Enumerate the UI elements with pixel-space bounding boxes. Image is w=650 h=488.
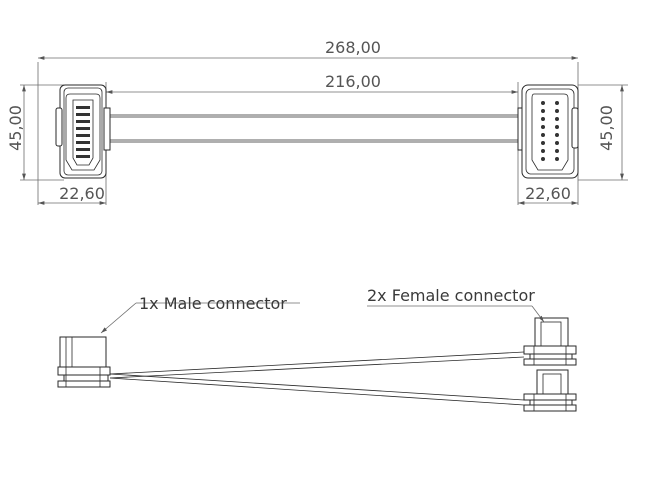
male-connector-callout-label: 1x Male connector (139, 294, 287, 313)
dimension-connector-width-left: 22,60 (38, 184, 106, 205)
female-connector-callout-label: 2x Female connector (367, 286, 535, 305)
female-connector-upper-side-view (523, 317, 577, 366)
male-pins (76, 106, 90, 158)
male-connector-callout: 1x Male connector (100, 294, 300, 334)
female-connector-top-view (517, 84, 579, 179)
male-connector-top-view (55, 84, 111, 179)
dimension-overall-length-label: 268,00 (325, 38, 381, 57)
male-connector-side-view (57, 336, 111, 388)
dimension-connector-width-right: 22,60 (518, 184, 578, 205)
dimension-height-right-label: 45,00 (597, 105, 616, 151)
female-pin-holes (541, 101, 559, 161)
cable-top-view (106, 114, 522, 143)
dimension-height-left: 45,00 (6, 85, 26, 180)
top-view: 268,00 216,00 45,00 45,00 22,60 22,60 (6, 38, 628, 205)
split-cables (109, 351, 525, 406)
dimension-connector-width-left-label: 22,60 (59, 184, 105, 203)
female-connector-lower-side-view (523, 369, 577, 412)
dimension-height-right: 45,00 (597, 85, 624, 180)
dimension-connector-width-right-label: 22,60 (525, 184, 571, 203)
dimension-height-left-label: 45,00 (6, 105, 25, 151)
side-view: 1x Male connector 2x Female connector (57, 286, 577, 412)
dimension-overall-length: 268,00 (38, 38, 578, 60)
female-connector-callout: 2x Female connector (367, 286, 545, 323)
dimension-cable-length: 216,00 (106, 72, 518, 94)
dimension-cable-length-label: 216,00 (325, 72, 381, 91)
